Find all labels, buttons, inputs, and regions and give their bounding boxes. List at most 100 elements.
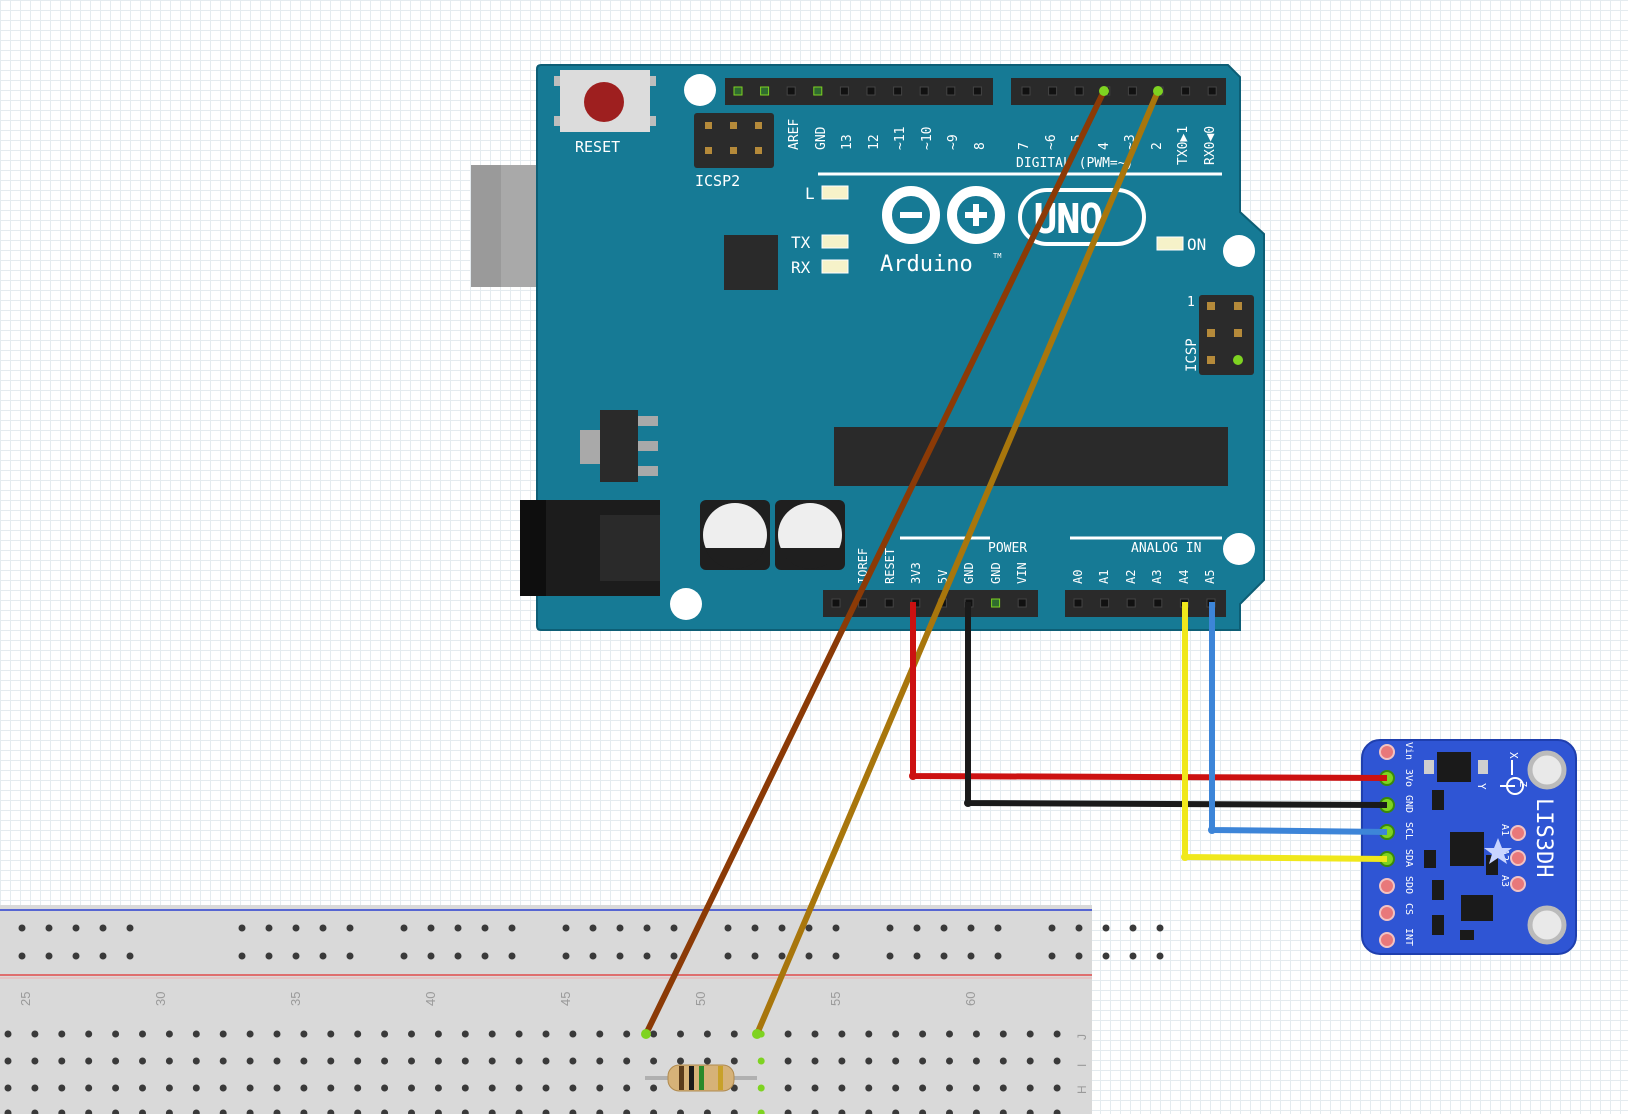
arduino-uno-board[interactable]: RESET ICSP2 L TX RX ON — [471, 64, 1265, 631]
header-pin[interactable] — [1021, 86, 1031, 96]
led-tx-label: TX — [791, 233, 811, 252]
icsp-label: ICSP — [1184, 338, 1200, 372]
rail-hole — [643, 952, 651, 960]
power-header-label: POWER — [988, 541, 1027, 556]
header-pin[interactable] — [1017, 598, 1027, 608]
bottom-pin-labels: IOREF RESET 3V3 5V GND GND VIN A0 A1 A2 … — [856, 548, 1217, 584]
header-pin[interactable] — [884, 598, 894, 608]
led-l — [821, 185, 849, 200]
breadboard-hole — [1026, 1030, 1034, 1038]
breadboard-hole — [730, 1109, 738, 1114]
rail-hole — [1102, 924, 1110, 932]
wire-d4-to-breadboard[interactable] — [643, 88, 1107, 1037]
header-pin[interactable] — [1127, 86, 1137, 96]
breadboard-hole — [381, 1084, 389, 1092]
breadboard-hole — [730, 1030, 738, 1038]
header-pin[interactable] — [866, 86, 876, 96]
header-pin[interactable] — [893, 86, 903, 96]
breadboard-hole — [246, 1057, 254, 1065]
breadboard-hole — [838, 1084, 846, 1092]
header-pin[interactable] — [1074, 86, 1084, 96]
sensor-pad — [1379, 905, 1395, 921]
breadboard-hole — [999, 1030, 1007, 1038]
lis3dh-breakout[interactable]: Vin 3Vo GND SCL SDA SDO CS INT A1 A2 A3 … — [1361, 739, 1577, 955]
rail-hole — [562, 924, 570, 932]
header-pin[interactable] — [1181, 86, 1191, 96]
breadboard-hole — [838, 1057, 846, 1065]
row-letter: J — [1075, 1034, 1089, 1040]
header-pin[interactable] — [1126, 598, 1136, 608]
resistor[interactable] — [645, 1064, 757, 1092]
mounting-hole — [1527, 905, 1567, 945]
breadboard-body — [0, 905, 1092, 1114]
breadboard-hole — [408, 1109, 415, 1114]
header-pin[interactable] — [1207, 86, 1217, 96]
wire-d2-to-breadboard[interactable] — [754, 88, 1161, 1037]
wire-a5-to-scl[interactable] — [1209, 602, 1388, 835]
rail-hole — [1102, 952, 1110, 960]
breadboard-hole — [515, 1030, 523, 1038]
header-pin[interactable] — [972, 86, 982, 96]
led-rx — [821, 259, 849, 274]
sensor-pad — [1379, 932, 1395, 948]
row-letter: H — [1075, 1085, 1089, 1094]
breadboard-hole — [165, 1057, 173, 1065]
breadboard-hole — [488, 1109, 496, 1114]
breadboard-hole — [488, 1030, 496, 1038]
microcontroller-chip — [834, 427, 1228, 486]
header-pin[interactable] — [1100, 598, 1110, 608]
breadboard-hole — [488, 1057, 496, 1065]
header-pin[interactable] — [733, 86, 743, 96]
rail-hole — [751, 952, 759, 960]
header-pin[interactable] — [760, 86, 770, 96]
row-letters: J I H — [1075, 1034, 1089, 1094]
rail-hole — [454, 924, 462, 932]
breadboard-hole — [4, 1109, 12, 1114]
rail-hole — [616, 924, 624, 932]
header-pin[interactable] — [831, 598, 841, 608]
breadboard-hole — [703, 1057, 711, 1065]
header-pin[interactable] — [1153, 598, 1163, 608]
rail-hole — [967, 952, 975, 960]
breadboard-hole — [31, 1030, 39, 1038]
header-pin[interactable] — [839, 86, 849, 96]
rail-hole — [346, 924, 354, 932]
bottom-header-pins[interactable] — [831, 598, 1216, 608]
reset-button[interactable] — [554, 70, 656, 132]
breadboard-hole — [381, 1057, 389, 1065]
header-pin[interactable] — [786, 86, 796, 96]
header-pin[interactable] — [919, 86, 929, 96]
breadboard-hole — [408, 1030, 415, 1038]
breadboard-hole — [354, 1084, 362, 1092]
breadboard-hole — [919, 1109, 927, 1114]
rail-hole — [45, 952, 53, 960]
wire-bend-point — [1208, 826, 1216, 834]
digital-pin-labels: AREF GND 13 12 ~11 ~10 ~9 8 7 ~6 ~5 4 ~3… — [787, 119, 1218, 165]
breadboard-hole — [757, 1084, 765, 1092]
uno-badge — [1018, 188, 1146, 246]
rail-hole — [126, 952, 134, 960]
mounting-hole — [1527, 750, 1567, 790]
led-l-label: L — [805, 184, 815, 203]
header-pin[interactable] — [991, 598, 1001, 608]
header-pin[interactable] — [1073, 598, 1083, 608]
column-number: 30 — [153, 992, 168, 1006]
breadboard-hole — [838, 1109, 846, 1114]
breadboard-hole — [946, 1084, 953, 1092]
rail-hole — [346, 952, 354, 960]
breadboard-hole — [569, 1030, 577, 1038]
rail-hole — [72, 924, 80, 932]
rail-hole — [319, 952, 327, 960]
breadboard-hole — [192, 1109, 200, 1114]
rail-hole — [967, 924, 975, 932]
rail-hole — [508, 952, 516, 960]
wire-a4-to-sda[interactable] — [1182, 602, 1388, 862]
axis-z-marker — [1506, 777, 1524, 795]
header-pin[interactable] — [813, 86, 823, 96]
header-pin[interactable] — [946, 86, 956, 96]
breadboard-hole — [1026, 1084, 1034, 1092]
breadboard-hole — [85, 1057, 93, 1065]
header-pin[interactable] — [1048, 86, 1058, 96]
breadboard-hole — [461, 1030, 469, 1038]
